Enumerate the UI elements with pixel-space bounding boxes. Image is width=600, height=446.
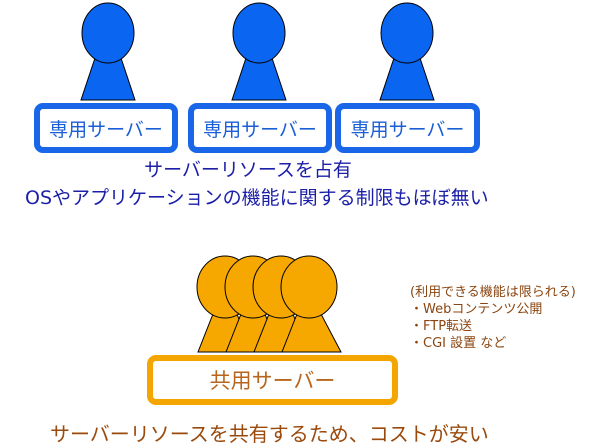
- dedicated-user-3: [379, 2, 435, 101]
- shared-feature-note: (利用できる機能は限られる) ・Webコンテンツ公開 ・FTP転送 ・CGI 設…: [410, 284, 576, 352]
- dedicated-server-box-3: 専用サーバー: [335, 103, 480, 153]
- note-item: ・Webコンテンツ公開: [410, 302, 543, 317]
- shared-server-box: 共用サーバー: [147, 355, 398, 405]
- dedicated-server-box-1: 専用サーバー: [34, 103, 178, 153]
- dedicated-user-1: [80, 2, 136, 101]
- dedicated-user-2: [231, 2, 287, 101]
- dedicated-server-box-2: 専用サーバー: [188, 103, 332, 153]
- dedicated-caption-line2: OSやアプリケーションの機能に関する制限もほぼ無い: [25, 187, 489, 209]
- note-item: ・FTP転送: [410, 319, 473, 334]
- note-item: ・CGI 設置 など: [410, 336, 507, 351]
- note-heading: (利用できる機能は限られる): [410, 285, 576, 300]
- shared-caption: サーバーリソースを共有するため、コストが安い: [50, 422, 489, 446]
- shared-user-4: [280, 255, 342, 353]
- dedicated-caption-line1: サーバーリソースを占有: [144, 159, 352, 181]
